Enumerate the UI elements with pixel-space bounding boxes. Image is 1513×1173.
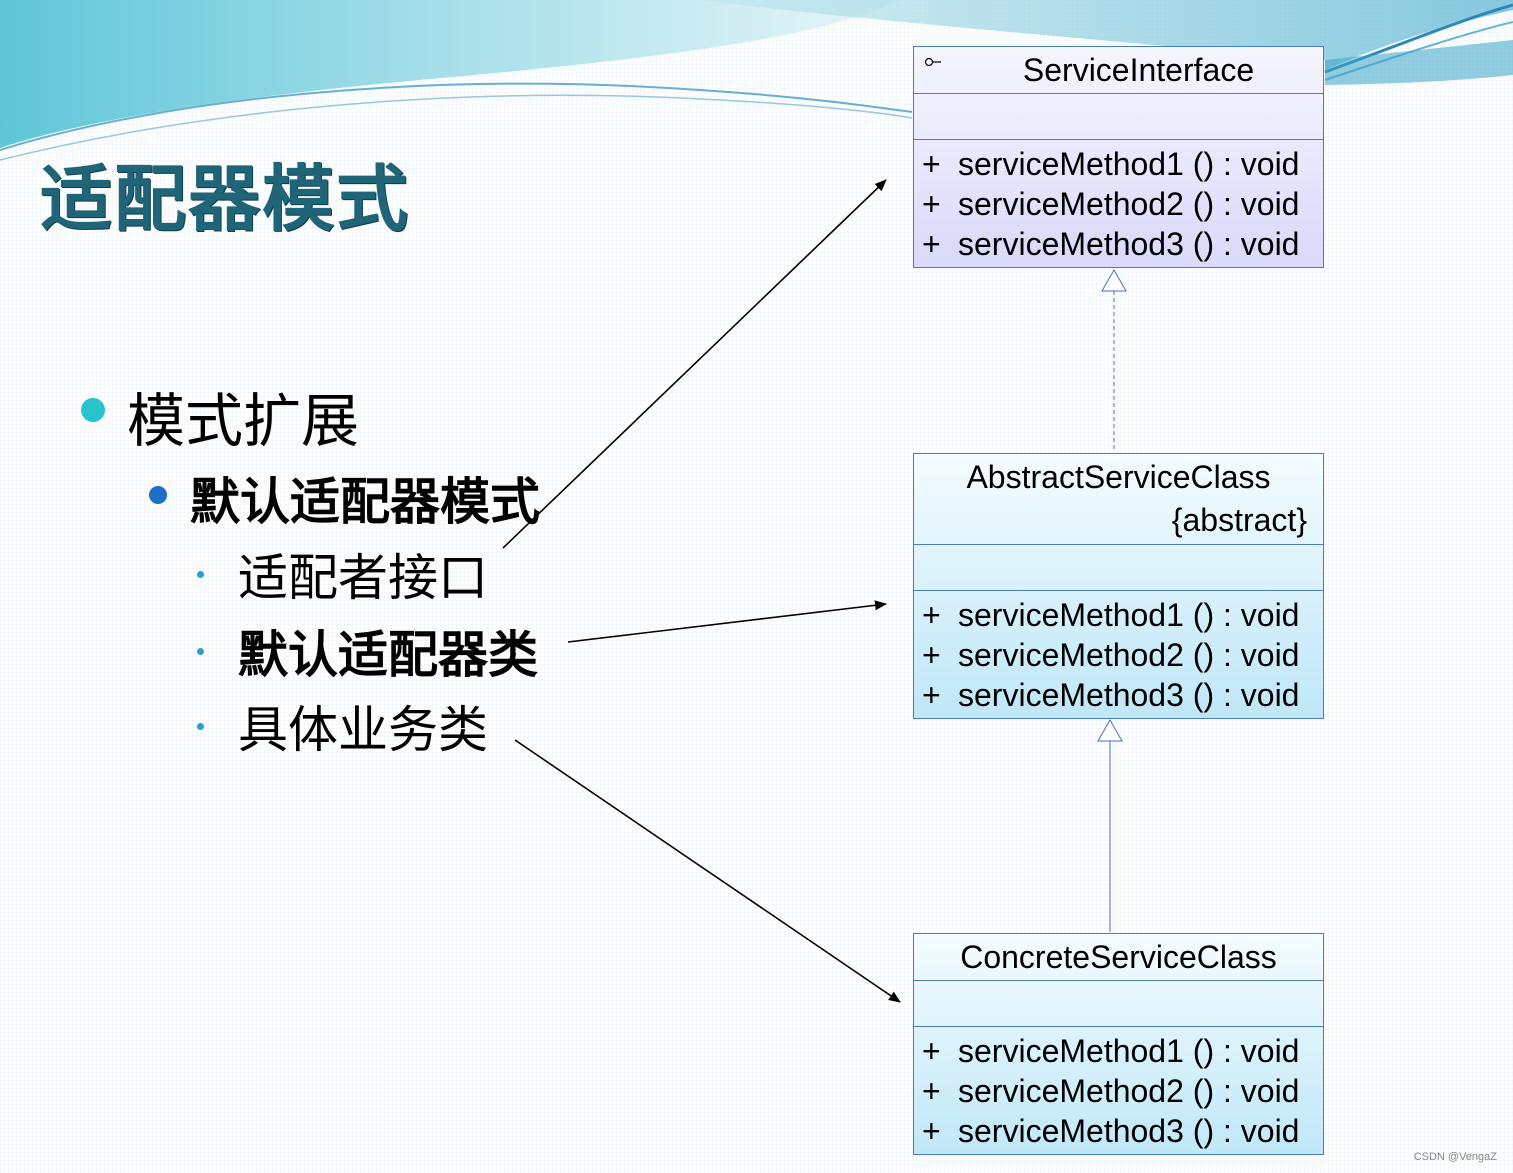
slide-title: 适配器模式 — [40, 156, 411, 241]
bullet-level1-icon — [81, 398, 105, 422]
uml-abstract-class-attributes — [914, 545, 1323, 591]
uml-abstract-class-header: AbstractServiceClass {abstract} — [914, 454, 1323, 545]
operation-signature: serviceMethod3 () : void — [958, 1113, 1300, 1149]
uml-operation: + serviceMethod1 () : void — [914, 595, 1323, 635]
visibility-marker: + — [922, 1033, 941, 1069]
bullet-level3-icon — [197, 723, 204, 730]
uml-operation: + serviceMethod3 () : void — [914, 1111, 1323, 1151]
bullet-level2-text: 默认适配器模式 — [190, 472, 540, 531]
operation-signature: serviceMethod3 () : void — [958, 677, 1300, 713]
uml-concrete-class-header: ConcreteServiceClass — [914, 934, 1323, 981]
visibility-marker: + — [922, 597, 941, 633]
operation-signature: serviceMethod1 () : void — [958, 146, 1300, 182]
uml-interface-header: ServiceInterface — [914, 47, 1323, 94]
bullet-level2-icon — [149, 486, 167, 504]
uml-interface-operations: + serviceMethod1 () : void + serviceMethod… — [914, 140, 1323, 267]
uml-interface-box: ServiceInterface + serviceMethod1 () : vo… — [913, 46, 1324, 268]
watermark: CSDN @VengaZ — [1413, 1151, 1497, 1163]
bullet-default-adapter-class: 默认适配器类 — [238, 625, 538, 684]
visibility-marker: + — [922, 677, 941, 713]
bullet-adaptee-interface: 适配者接口 — [238, 549, 488, 607]
uml-operation: + serviceMethod2 () : void — [914, 1071, 1323, 1111]
operation-signature: serviceMethod2 () : void — [958, 637, 1300, 673]
operation-signature: serviceMethod3 () : void — [958, 226, 1300, 262]
operation-signature: serviceMethod2 () : void — [958, 186, 1300, 222]
uml-concrete-class-box: ConcreteServiceClass + serviceMethod1 () … — [913, 933, 1324, 1155]
visibility-marker: + — [922, 637, 941, 673]
uml-operation: + serviceMethod2 () : void — [914, 184, 1323, 224]
uml-abstract-class-operations: + serviceMethod1 () : void + serviceMethod… — [914, 591, 1323, 718]
bullet-concrete-business-class: 具体业务类 — [238, 701, 488, 759]
uml-interface-name: ServiceInterface — [1022, 52, 1255, 88]
uml-concrete-class-operations: + serviceMethod1 () : void + serviceMethod… — [914, 1027, 1323, 1154]
interface-lollipop-icon — [924, 57, 941, 67]
uml-abstract-stereotype: {abstract} — [1171, 502, 1307, 538]
uml-concrete-class-name: ConcreteServiceClass — [960, 939, 1277, 975]
operation-signature: serviceMethod2 () : void — [958, 1073, 1300, 1109]
visibility-marker: + — [922, 1113, 941, 1149]
operation-signature: serviceMethod1 () : void — [958, 597, 1300, 633]
bullet-level3-icon — [197, 571, 204, 578]
uml-interface-attributes — [914, 94, 1323, 140]
uml-operation: + serviceMethod3 () : void — [914, 675, 1323, 715]
uml-operation: + serviceMethod1 () : void — [914, 1031, 1323, 1071]
bullet-level1-text: 模式扩展 — [127, 387, 360, 455]
bullet-level3-icon — [197, 648, 204, 655]
operation-signature: serviceMethod1 () : void — [958, 1033, 1300, 1069]
uml-abstract-class-box: AbstractServiceClass {abstract} + service… — [913, 453, 1324, 719]
uml-concrete-class-attributes — [914, 981, 1323, 1027]
visibility-marker: + — [922, 1073, 941, 1109]
uml-operation: + serviceMethod3 () : void — [914, 224, 1323, 264]
uml-operation: + serviceMethod2 () : void — [914, 635, 1323, 675]
uml-operation: + serviceMethod1 () : void — [914, 144, 1323, 184]
visibility-marker: + — [922, 146, 941, 182]
uml-abstract-class-name: AbstractServiceClass — [966, 459, 1271, 495]
visibility-marker: + — [922, 186, 941, 222]
visibility-marker: + — [922, 226, 941, 262]
